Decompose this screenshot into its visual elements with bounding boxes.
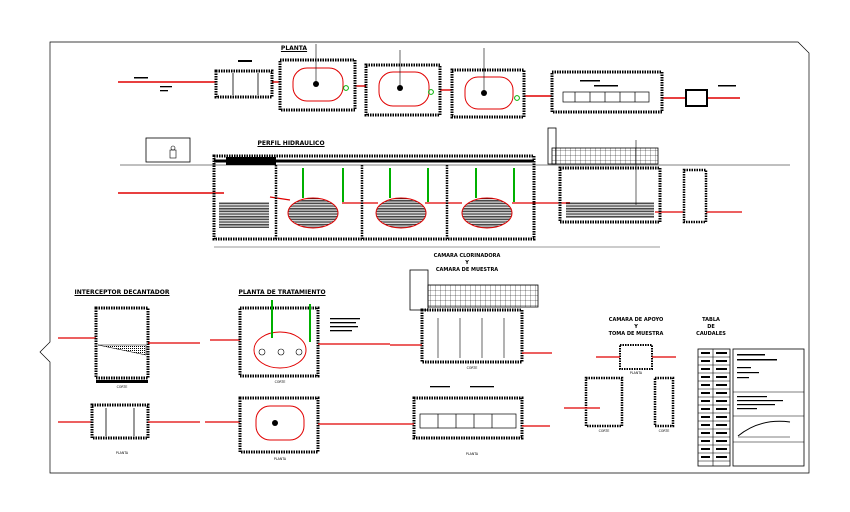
title-caudales: CAUDALES	[696, 331, 726, 337]
apoyo-drawings	[564, 344, 676, 428]
label-corte-apoyo: CORTE	[598, 429, 610, 433]
title-camara-clorinadora: CAMARA CLORINADORA	[433, 253, 501, 259]
title-planta-tratamiento: PLANTA DE TRATAMIENTO	[238, 289, 326, 296]
title-interceptor: INTERCEPTOR DECANTADOR	[74, 289, 170, 296]
label-planta-interceptor: PLANTA	[115, 451, 129, 455]
title-tabla-de: DE	[707, 324, 715, 330]
title-camara-muestra: CAMARA DE MUESTRA	[435, 267, 499, 273]
interceptor-drawings	[58, 306, 200, 440]
title-apoyo-y: Y	[634, 324, 638, 330]
label-corte-interceptor: CORTE	[116, 385, 128, 389]
label-corte-clorinadora: CORTE	[466, 366, 478, 370]
clorinadora-drawings	[370, 269, 552, 440]
perfil-hidraulico	[118, 127, 790, 248]
title-perfil-hidraulico: PERFIL HIDRAULICO	[257, 140, 325, 147]
label-corte-toma: CORTE	[658, 429, 670, 433]
label-corte-tratamiento: CORTE	[274, 380, 286, 384]
title-block	[732, 348, 805, 467]
title-tabla: TABLA	[702, 317, 720, 323]
title-planta: PLANTA	[280, 45, 308, 52]
title-camara-y: Y	[465, 260, 469, 266]
tabla-caudales	[697, 348, 731, 467]
top-planta	[118, 44, 740, 119]
tratamiento-drawings	[205, 300, 390, 454]
title-camara-apoyo: CAMARA DE APOYO	[608, 317, 664, 323]
label-planta-tratamiento: PLANTA	[273, 457, 287, 461]
title-toma-muestra: TOMA DE MUESTRA	[608, 331, 664, 337]
sheet-border	[39, 41, 810, 474]
label-planta-clorinadora: PLANTA	[465, 452, 479, 456]
label-planta-apoyo: PLANTA	[629, 371, 643, 375]
